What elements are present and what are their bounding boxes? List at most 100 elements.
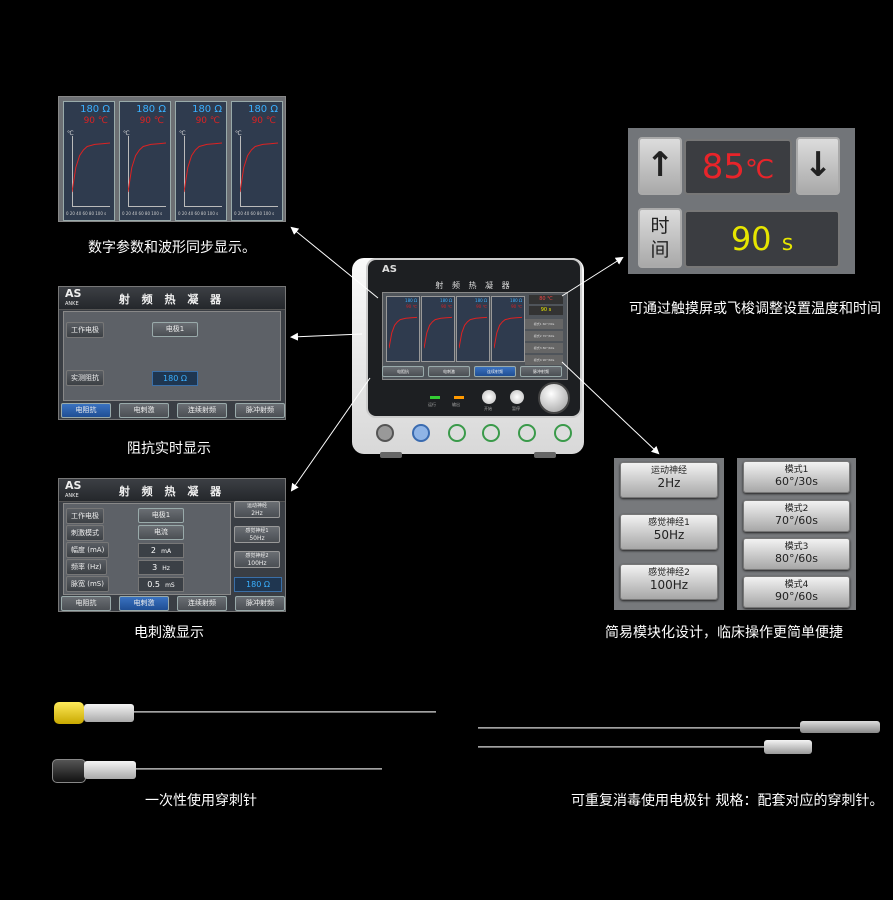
impedance-readout: 180 Ω: [192, 104, 222, 115]
caption-reusable: 可重复消毒使用电极针 规格：配套对应的穿刺针。: [571, 793, 884, 809]
y-axis: [72, 136, 73, 206]
needle-shaft: [136, 768, 382, 770]
output-led: [454, 396, 464, 399]
x-ticks: 0 20 40 60 80 100 s: [66, 211, 107, 216]
black-hub-icon: [52, 759, 86, 783]
temperature-unit: ℃: [745, 155, 775, 185]
series-line: [459, 316, 487, 349]
caption-touch: 可通过触摸屏或飞梭调整设置温度和时间: [629, 301, 881, 317]
impedance-readout: 180 Ω: [440, 298, 452, 303]
pause-button[interactable]: [510, 390, 524, 404]
temp-down-button[interactable]: ↓: [796, 137, 840, 195]
device-side-mode-3[interactable]: 模式3 80°/60s: [525, 343, 563, 353]
tab-pulsed-rf[interactable]: 脉冲射频: [235, 596, 285, 611]
start-button[interactable]: [482, 390, 496, 404]
tab-impedance[interactable]: 电阻抗: [61, 403, 111, 418]
device-side-mode-4[interactable]: 模式4 90°/60s: [525, 355, 563, 365]
cannula-hub-icon: [764, 740, 812, 754]
clear-hub-icon: [84, 761, 136, 779]
arrow-waveform: [290, 226, 379, 299]
work-electrode-value[interactable]: 电极1: [152, 322, 198, 337]
row-value[interactable]: 电流: [138, 525, 184, 540]
tab-continuous-rf[interactable]: 连续射频: [177, 596, 227, 611]
y-unit: ℃: [179, 130, 186, 137]
row-value[interactable]: 电极1: [138, 508, 184, 523]
impedance-readout: 180 Ω: [475, 298, 487, 303]
device-tab-continuous-rf[interactable]: 连续射频: [474, 366, 516, 377]
device-side-value-1: 80 ℃: [529, 295, 563, 304]
series-line: [128, 142, 166, 193]
x-ticks: 0 20 40 60 80 100 s: [122, 211, 163, 216]
temperature-curve: [459, 316, 487, 349]
start-button-label: 开始: [484, 406, 492, 411]
device-side-mode-1[interactable]: 模式1 60°/30s: [525, 319, 563, 329]
tab-stimulation[interactable]: 电刺激: [119, 403, 169, 418]
device-foot-right: [534, 452, 556, 458]
run-led-label: 运行: [428, 402, 436, 407]
row-label: 频率 (Hz): [66, 559, 107, 575]
device-side-value-2: 90 s: [529, 306, 563, 315]
impedance-readout: 180 Ω: [80, 104, 110, 115]
row-label: 工作电极: [66, 508, 104, 524]
work-electrode-label: 工作电极: [66, 322, 104, 338]
impedance-readout: 180 Ω: [510, 298, 522, 303]
device-tab-pulsed-rf[interactable]: 脉冲射频: [520, 366, 562, 377]
temperature-value: 85: [701, 147, 746, 187]
row-value[interactable]: 0.5 mS: [138, 577, 184, 592]
temp-up-button[interactable]: ↑: [638, 137, 682, 195]
impedance-label: 实测阻抗: [66, 370, 104, 386]
tab-pulsed-rf[interactable]: 脉冲射频: [235, 403, 285, 418]
time-label-2: 间: [650, 239, 670, 261]
arrow-impedance: [290, 332, 363, 341]
temperature-readout: 90 ℃: [83, 116, 108, 126]
pause-button-label: 暂停: [512, 406, 520, 411]
time-unit: s: [781, 231, 794, 256]
y-axis: [184, 136, 185, 206]
tab-impedance[interactable]: 电阻抗: [61, 596, 111, 611]
temperature-readout: 90 ℃: [195, 116, 220, 126]
row-value[interactable]: 3 Hz: [138, 560, 184, 575]
arrow-touch: [561, 256, 624, 297]
device-tab-impedance[interactable]: 电阻抗: [382, 366, 424, 377]
run-led: [430, 396, 440, 399]
row-value[interactable]: 2 mA: [138, 543, 184, 558]
time-value: 90: [730, 220, 772, 258]
device-tab-stimulation[interactable]: 电刺激: [428, 366, 470, 377]
temperature-readout: 90 ℃: [476, 304, 487, 309]
tab-continuous-rf[interactable]: 连续射频: [177, 403, 227, 418]
temperature-curve: [72, 142, 110, 193]
row-label: 脉宽 (mS): [66, 576, 109, 592]
rotary-knob-icon[interactable]: [538, 382, 570, 414]
tab-stimulation[interactable]: 电刺激: [119, 596, 169, 611]
connector-green-1-icon: [448, 424, 466, 442]
temperature-readout: 90 ℃: [441, 304, 452, 309]
x-axis: [240, 206, 278, 207]
row-label: 幅度 (mA): [66, 542, 110, 558]
temperature-curve: [494, 316, 522, 349]
impedance-readout: 180 Ω: [248, 104, 278, 115]
device-side-mode-2[interactable]: 模式2 70°/60s: [525, 331, 563, 341]
caption-stim: 电刺激显示: [134, 625, 204, 641]
time-button[interactable]: 时 间: [638, 208, 682, 268]
time-display: 90 s: [684, 210, 840, 268]
